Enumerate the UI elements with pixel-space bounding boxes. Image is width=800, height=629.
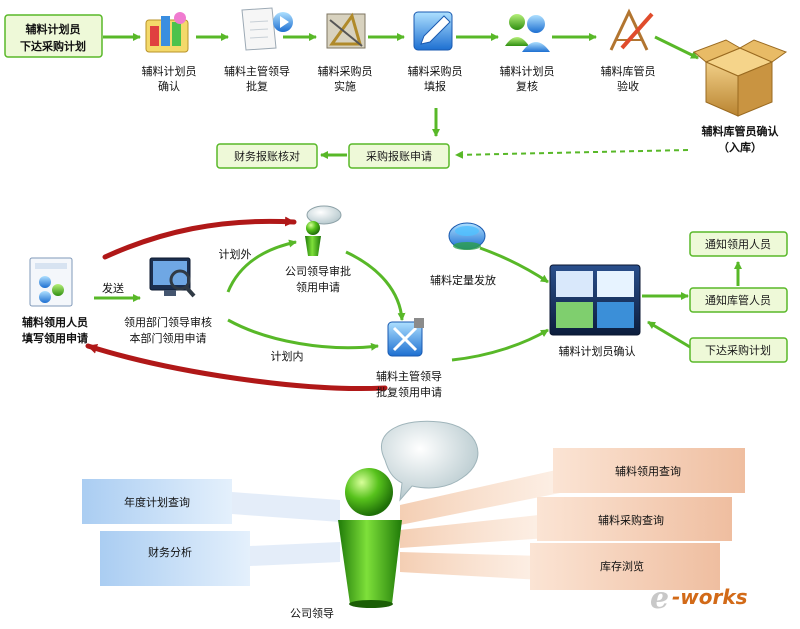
pencil-ruler-icon (609, 8, 654, 51)
warehouse-label-line1: 辅料库管员确认 (702, 124, 780, 138)
annual-plan-band[interactable] (82, 479, 232, 524)
finance-analysis-band[interactable] (100, 531, 250, 586)
planner-confirm-label: 辅料计划员确认 (559, 344, 636, 358)
requisition-query-label: 辅料领用查询 (615, 464, 681, 478)
fan-left-2 (250, 542, 340, 566)
tools-wrench-icon (387, 318, 424, 357)
notify-user-box (689, 231, 788, 257)
arrow-quota-to-planner (479, 246, 549, 284)
inside-plan-label: 计划内 (271, 349, 304, 363)
requester-label-line1: 辅料领用人员 (22, 315, 88, 329)
finance-check-box (216, 143, 318, 169)
step6-label-line1: 辅料库管员 (601, 64, 656, 78)
users-icon (505, 14, 550, 52)
mid-flow-arrows (94, 239, 742, 362)
arrow-dept-to-company (226, 239, 297, 293)
notify-keeper-box (689, 287, 788, 313)
step1-label-line1: 辅料计划员 (142, 64, 197, 78)
step5-label-line2: 复核 (516, 79, 538, 93)
inventory-browse-band[interactable] (530, 543, 720, 590)
purchase-query-label: 辅料采购查询 (598, 513, 664, 527)
fan-left-1 (232, 492, 340, 522)
step2-label-line1: 辅料主管领导 (224, 64, 290, 78)
flow-mid: 辅料领用人员 填写领用申请 发送 领用部门领导审核 本部门领用申请 计划外 计划… (22, 205, 788, 399)
supervisor-label-line1: 辅料主管领导 (376, 369, 442, 383)
drafting-tools-icon (326, 12, 366, 49)
approval-document-icon (241, 7, 293, 51)
annual-plan-query-label: 年度计划查询 (124, 495, 190, 509)
flow-top: 辅料计划员 下达采购计划 (4, 7, 788, 169)
dept-label-line2: 本部门领用申请 (130, 331, 207, 345)
step6-label-line2: 验收 (617, 79, 639, 93)
finance-analysis-label: 财务分析 (148, 545, 192, 559)
return-arrow-bottom (85, 343, 388, 391)
start-box-line1: 辅料计划员 (26, 22, 81, 36)
monitor-magnifier-icon (149, 257, 196, 298)
watermark-works: -works (672, 585, 748, 609)
arrow-warehouse-to-report-dashed (455, 149, 689, 159)
issue-plan-box (689, 337, 788, 363)
requisition-query-band[interactable] (553, 448, 745, 493)
send-label: 发送 (102, 281, 124, 295)
start-box-line2: 下达采购计划 (20, 39, 86, 53)
company-leader-figure-icon (338, 420, 479, 608)
notify-user-label: 通知领用人员 (705, 237, 771, 251)
warehouse-box-icon (693, 39, 788, 117)
company-leader-icon (305, 205, 342, 256)
arrow-dept-to-supervisor (227, 318, 379, 351)
supervisor-label-line2: 批复领用申请 (376, 385, 442, 399)
step4-label-line1: 辅料采购员 (408, 64, 463, 78)
quota-label: 辅料定量发放 (430, 273, 496, 287)
dashboard-screen-icon (549, 264, 641, 336)
purchase-report-label: 采购报账申请 (366, 149, 432, 163)
finance-check-label: 财务报账核对 (234, 149, 300, 163)
purchase-report-box (348, 143, 450, 169)
arrow-plan-to-planner (647, 320, 691, 349)
watermark-e: e (650, 581, 669, 616)
start-box (4, 14, 103, 58)
step5-label-line1: 辅料计划员 (500, 64, 555, 78)
fan-to-inventory (400, 552, 542, 580)
query-section: 年度计划查询 财务分析 辅料领用查询 辅料采购查询 库存浏览 公司领导 (82, 420, 745, 620)
outside-plan-label: 计划外 (219, 248, 252, 261)
company-label-line1: 公司领导审批 (285, 264, 351, 278)
purchase-query-band[interactable] (537, 497, 732, 541)
fan-to-requisition (400, 468, 565, 525)
top-flow-arrows (103, 33, 699, 159)
dept-label-line1: 领用部门领导审核 (124, 315, 212, 329)
return-arrow-top (102, 216, 297, 260)
arrow-company-to-supervisor (345, 250, 406, 321)
pen-edit-icon (413, 11, 453, 51)
arrow-supervisor-to-planner (451, 328, 549, 362)
issue-plan-label: 下达采购计划 (705, 343, 771, 357)
inventory-browse-label: 库存浏览 (600, 559, 644, 573)
top-step-labels: 辅料计划员 确认 辅料主管领导 批复 辅料采购员 实施 辅料采购员 填报 辅料计… (142, 64, 780, 154)
arrow-inspect-to-warehouse (654, 35, 699, 60)
planner-blocks-icon (145, 12, 189, 53)
requester-label-line2: 填写领用申请 (22, 331, 88, 345)
fan-to-purchase (400, 514, 548, 548)
eworks-watermark: e -works (650, 581, 748, 616)
warehouse-label-line2: （入库） (718, 140, 762, 154)
notify-keeper-label: 通知库管人员 (705, 293, 771, 307)
step2-label-line2: 批复 (246, 79, 268, 93)
step1-label-line2: 确认 (158, 80, 180, 93)
step3-label-line1: 辅料采购员 (318, 64, 373, 78)
step3-label-line2: 实施 (334, 79, 356, 93)
company-label-line2: 领用申请 (296, 281, 340, 294)
step4-label-line2: 填报 (424, 79, 446, 93)
quota-distribute-icon (448, 222, 486, 250)
company-leader-label: 公司领导 (290, 607, 334, 620)
requisition-form-icon (29, 257, 73, 307)
